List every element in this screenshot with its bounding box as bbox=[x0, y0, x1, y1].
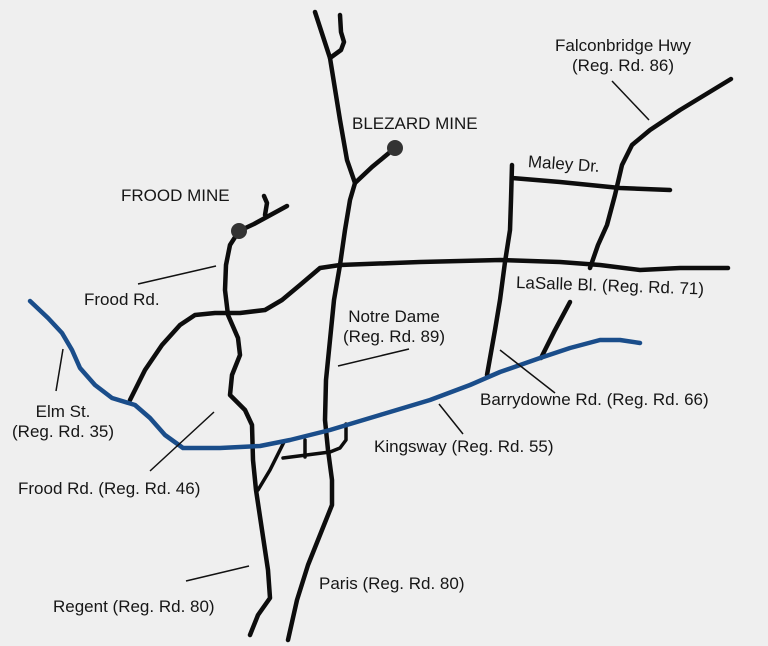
label-barrydowne: Barrydowne Rd. (Reg. Rd. 66) bbox=[480, 390, 709, 409]
road-blezard-mine-spur bbox=[352, 145, 398, 186]
falconbridge-regrd: (Reg. Rd. 86) bbox=[572, 56, 675, 75]
road-kingsway-connector-b bbox=[281, 422, 348, 460]
label-blezard-mine: BLEZARD MINE bbox=[352, 114, 478, 133]
road-lasalle bbox=[127, 257, 731, 403]
label-falconbridge-hwy: Falconbridge Hwy (Reg. Rd. 86) bbox=[555, 36, 691, 76]
road-kingsway-connector-a bbox=[256, 440, 286, 492]
kingsway-leader bbox=[438, 403, 464, 435]
road-falconbridge-south bbox=[538, 299, 573, 361]
label-kingsway: Kingsway (Reg. Rd. 55) bbox=[374, 437, 554, 456]
road-blezard-road-fork bbox=[327, 12, 347, 61]
notre-dame-leader bbox=[337, 348, 410, 367]
blezard-mine-marker-icon bbox=[387, 140, 403, 156]
road-barrydowne bbox=[484, 162, 515, 378]
leader-lines-layer bbox=[55, 80, 650, 582]
highway-layer bbox=[27, 298, 643, 451]
elm-leader bbox=[55, 348, 64, 392]
notre-dame-regrd: (Reg. Rd. 89) bbox=[343, 327, 446, 346]
road-frood-rd-46 bbox=[222, 228, 273, 638]
falconbridge-name: Falconbridge Hwy bbox=[555, 36, 692, 55]
roads-layer bbox=[127, 9, 734, 643]
label-notre-dame: Notre Dame (Reg. Rd. 89) bbox=[343, 307, 445, 347]
road-paris-notre-dame bbox=[285, 180, 358, 643]
label-regent: Regent (Reg. Rd. 80) bbox=[53, 597, 215, 616]
road-falconbridge bbox=[587, 76, 734, 271]
barrydowne-leader bbox=[499, 349, 556, 394]
frood-mine-marker-icon bbox=[231, 223, 247, 239]
road-frood-mine-spur bbox=[236, 203, 290, 234]
elm-name: Elm St. bbox=[35, 402, 91, 421]
elm-regrd: (Reg. Rd. 35) bbox=[12, 422, 115, 441]
label-frood-rd-46: Frood Rd. (Reg. Rd. 46) bbox=[18, 479, 201, 498]
frood-46-leader bbox=[149, 411, 215, 472]
notre-dame-name: Notre Dame bbox=[348, 307, 440, 326]
road-blezard-road-north bbox=[312, 9, 358, 186]
frood-rd-leader bbox=[137, 265, 217, 285]
regent-leader bbox=[185, 565, 250, 582]
road-frood-mine-spur-fork bbox=[261, 193, 270, 218]
falconbridge-leader bbox=[611, 80, 650, 121]
road-maley bbox=[509, 175, 673, 193]
label-elm-st: Elm St. (Reg. Rd. 35) bbox=[12, 402, 114, 442]
label-frood-mine: FROOD MINE bbox=[121, 186, 230, 205]
label-frood-rd: Frood Rd. bbox=[84, 290, 160, 309]
label-paris: Paris (Reg. Rd. 80) bbox=[319, 574, 465, 593]
mines-layer bbox=[231, 140, 403, 239]
highway-kingsway-elm bbox=[27, 298, 643, 451]
